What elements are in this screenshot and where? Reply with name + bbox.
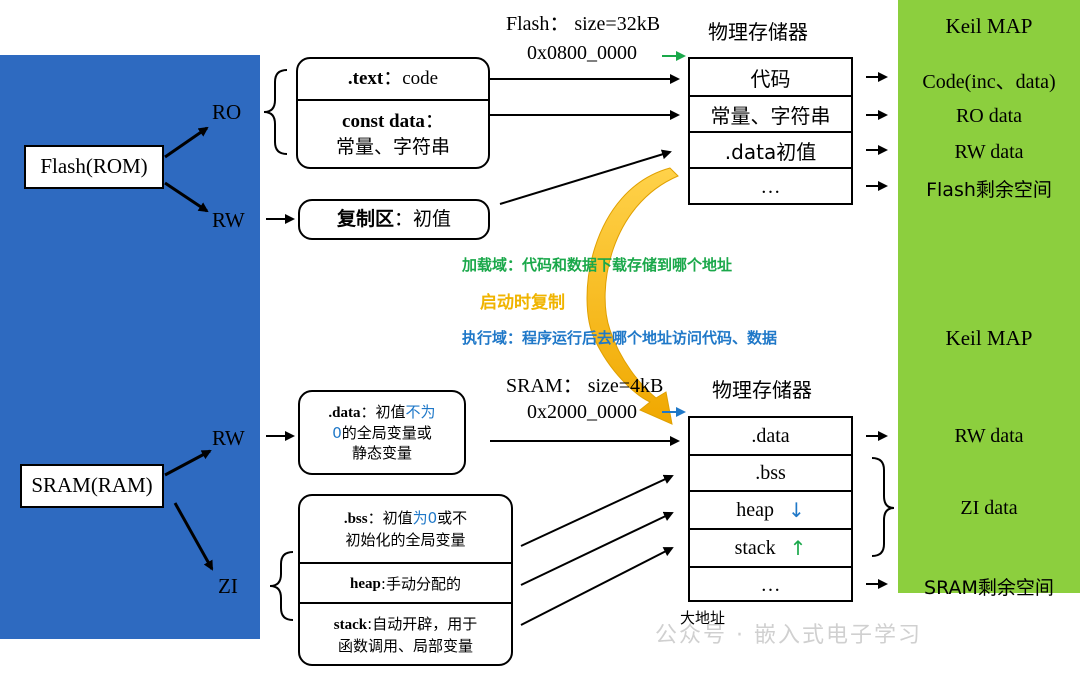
bss-value-a: 初值 bbox=[382, 509, 413, 528]
keil-map-sram-rest: SRAM剩余空间 bbox=[924, 577, 1054, 599]
copy-region-box: 复制区：初值 bbox=[298, 199, 490, 240]
flash-cell-code: 代码 bbox=[690, 59, 851, 97]
copy-sep: ： bbox=[393, 207, 413, 230]
flash-memory-title: 物理存储器 bbox=[708, 20, 808, 44]
arrow-down-icon: ↓ bbox=[788, 498, 805, 522]
arrow-up-icon: ↑ bbox=[789, 536, 807, 560]
flash-cell-data-init: .data初值 bbox=[690, 133, 851, 169]
data-value-d: 的全局变量或 bbox=[341, 423, 432, 442]
stack-label: stack bbox=[734, 536, 776, 559]
keil-map-title-top: Keil MAP bbox=[945, 14, 1033, 38]
sram-cell-data: .data bbox=[690, 418, 851, 456]
const-sep: ： bbox=[424, 110, 444, 133]
data-section-text: .data：初值不为 0的全局变量或 静态变量 bbox=[300, 392, 464, 473]
bss-section: .bss：初值为0或不 初始化的全局变量 bbox=[300, 496, 511, 564]
const-data-section: const data： 常量、字符串 bbox=[298, 103, 488, 167]
sram-cell-stack: stack ↑ bbox=[690, 530, 851, 568]
const-value: 常量、字符串 bbox=[335, 136, 450, 158]
keil-map-rw-data-top: RW data bbox=[954, 141, 1024, 163]
sram-memory: .data .bss heap ↓ stack ↑ … bbox=[688, 416, 853, 602]
sram-ram-box: SRAM(RAM) bbox=[20, 464, 164, 508]
flash-rw-label: RW bbox=[212, 208, 245, 232]
flash-size-label: Flash： size=32kB bbox=[506, 13, 661, 35]
keil-map-flash-rest: Flash剩余空间 bbox=[926, 179, 1052, 201]
sram-memory-title: 物理存储器 bbox=[712, 378, 812, 402]
flash-address: 0x0800_0000 bbox=[527, 42, 637, 64]
stack-value-a: :自动开辟，用于 bbox=[367, 615, 478, 634]
heap-label: heap bbox=[736, 498, 774, 521]
data-section-box: .data：初值不为 0的全局变量或 静态变量 bbox=[298, 390, 466, 475]
watermark: 公众号 · 嵌入式电子学习 bbox=[655, 623, 922, 648]
keil-map-zi-data: ZI data bbox=[960, 497, 1018, 519]
text-section: .text：code bbox=[298, 59, 488, 101]
text-title: .text bbox=[347, 68, 384, 90]
keil-map-code: Code(inc、data) bbox=[922, 71, 1056, 93]
heap-title: heap bbox=[350, 575, 381, 592]
data-value-a: 初值 bbox=[375, 402, 406, 421]
keil-map-rw-data-bottom: RW data bbox=[954, 425, 1024, 447]
load-domain-note: 加载域：代码和数据下载存储到哪个地址 bbox=[462, 256, 733, 274]
bss-sep: ： bbox=[367, 509, 383, 528]
keil-map-title-bottom: Keil MAP bbox=[945, 326, 1033, 350]
ro-label: RO bbox=[212, 100, 242, 124]
keil-map-ro-data: RO data bbox=[955, 105, 1023, 127]
exec-domain-note: 执行域：程序运行后去哪个地址访问代码、数据 bbox=[462, 329, 778, 347]
sram-cell-heap: heap ↓ bbox=[690, 492, 851, 530]
startup-copy-note: 启动时复制 bbox=[480, 293, 565, 313]
sram-rw-label: RW bbox=[212, 426, 245, 450]
startup-copy-arrow bbox=[586, 167, 679, 425]
stack-section: stack:自动开辟，用于 函数调用、局部变量 bbox=[300, 606, 511, 664]
data-sep: ： bbox=[360, 402, 376, 421]
heap-section: heap:手动分配的 bbox=[300, 566, 511, 604]
flash-cell-const: 常量、字符串 bbox=[690, 97, 851, 133]
sram-address: 0x2000_0000 bbox=[527, 401, 637, 423]
high-address-label: 大地址 bbox=[680, 609, 726, 627]
const-title: const data bbox=[342, 111, 425, 133]
sram-cell-rest: … bbox=[760, 573, 781, 596]
zi-sections-box: .bss：初值为0或不 初始化的全局变量 heap:手动分配的 stack:自动… bbox=[298, 494, 513, 666]
sram-cell-bss: .bss bbox=[690, 456, 851, 492]
heap-value: :手动分配的 bbox=[380, 574, 461, 593]
data-title: .data bbox=[328, 404, 361, 421]
copy-title: 复制区 bbox=[336, 207, 394, 230]
flash-rom-box: Flash(ROM) bbox=[24, 145, 164, 189]
text-value: code bbox=[402, 68, 439, 90]
stack-value-b: 函数调用、局部变量 bbox=[337, 636, 473, 655]
ro-sections-box: .text：code const data： 常量、字符串 bbox=[296, 57, 490, 169]
copy-value: 初值 bbox=[413, 207, 452, 230]
data-value-b: 不为 bbox=[405, 402, 436, 421]
zi-label: ZI bbox=[218, 574, 238, 598]
bss-value-c: 或不 bbox=[437, 509, 468, 528]
bss-title: .bss bbox=[343, 511, 368, 528]
sram-size-label: SRAM： size=4kB bbox=[506, 375, 664, 397]
flash-memory: 代码 常量、字符串 .data初值 … bbox=[688, 57, 853, 205]
keil-map-panel bbox=[898, 0, 1080, 593]
text-sep: ： bbox=[383, 67, 403, 90]
flash-cell-rest: … bbox=[760, 175, 781, 198]
stack-title: stack bbox=[333, 617, 368, 634]
bss-value-d: 初始化的全局变量 bbox=[345, 530, 466, 549]
bss-value-b: 为0 bbox=[412, 509, 438, 528]
data-value-c: 0 bbox=[332, 423, 342, 442]
data-value-e: 静态变量 bbox=[351, 444, 412, 463]
